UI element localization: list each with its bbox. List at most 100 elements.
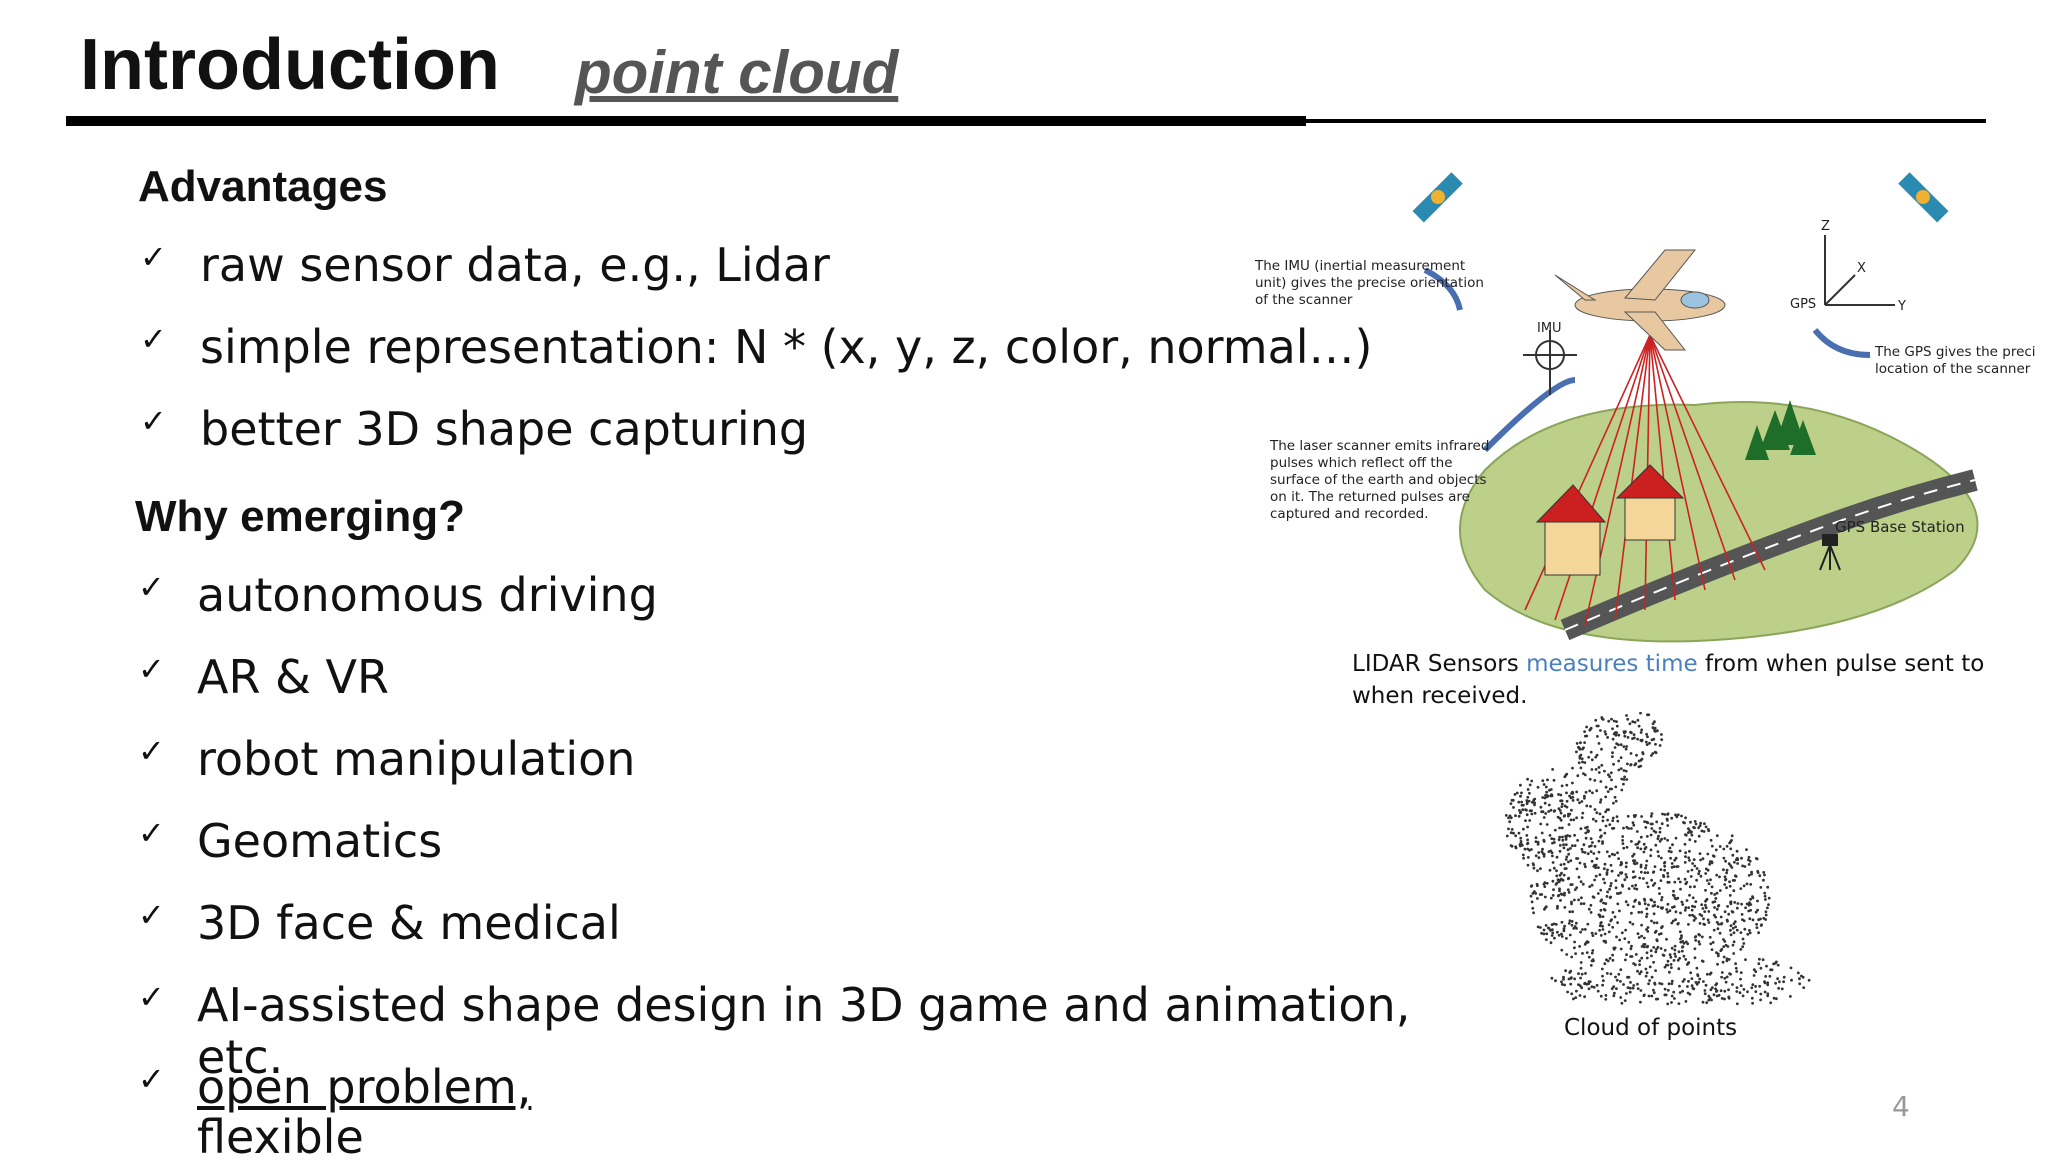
point-cloud-dot	[1684, 851, 1687, 855]
point-cloud-dot	[1611, 819, 1615, 822]
point-cloud-dot	[1790, 978, 1793, 982]
point-cloud-dot	[1718, 845, 1722, 848]
point-cloud-dot	[1693, 826, 1696, 830]
point-cloud-dot	[1758, 984, 1762, 988]
why-item-link[interactable]: open problem,	[197, 1060, 532, 1114]
point-cloud-dot	[1617, 768, 1621, 772]
point-cloud-dot	[1579, 976, 1582, 980]
point-cloud-dot	[1603, 908, 1607, 912]
point-cloud-dot	[1742, 988, 1746, 991]
point-cloud-dot	[1611, 737, 1615, 741]
point-cloud-dot	[1614, 879, 1618, 882]
point-cloud-dot	[1631, 922, 1635, 926]
point-cloud-dot	[1558, 849, 1562, 853]
road-dashes	[1564, 479, 1976, 631]
point-cloud-dot	[1530, 800, 1534, 804]
point-cloud-dot	[1536, 925, 1540, 929]
point-cloud-dot	[1660, 982, 1664, 986]
point-cloud-dot	[1735, 986, 1739, 989]
point-cloud-dot	[1708, 972, 1712, 976]
point-cloud-dot	[1543, 881, 1547, 885]
point-cloud-dot	[1759, 992, 1763, 996]
point-cloud-dot	[1680, 900, 1684, 904]
point-cloud-dot	[1658, 744, 1662, 747]
point-cloud-dot	[1534, 854, 1538, 858]
point-cloud-dot	[1624, 873, 1628, 876]
point-cloud-dot	[1612, 994, 1616, 998]
point-cloud-dot	[1751, 918, 1755, 922]
point-cloud-dot	[1590, 768, 1594, 771]
point-cloud-dot	[1719, 915, 1723, 919]
point-cloud-dot	[1739, 887, 1743, 890]
point-cloud-dot	[1644, 826, 1648, 829]
point-cloud-dot	[1741, 918, 1744, 921]
point-cloud-dot	[1595, 724, 1599, 728]
point-cloud-dot	[1702, 922, 1706, 926]
point-cloud-dot	[1660, 896, 1664, 899]
point-cloud-dot	[1707, 921, 1711, 924]
point-cloud-dot	[1690, 908, 1694, 912]
point-cloud-dot	[1649, 833, 1653, 837]
point-cloud-dot	[1599, 780, 1603, 783]
point-cloud-dot	[1660, 738, 1664, 741]
imu-gyro-icon	[1523, 330, 1577, 395]
point-cloud-dot	[1635, 861, 1639, 865]
point-cloud-dot	[1697, 826, 1700, 830]
point-cloud-dot	[1670, 921, 1674, 925]
point-cloud-dot	[1541, 852, 1545, 856]
point-cloud-dot	[1714, 983, 1718, 987]
point-cloud-dot	[1697, 872, 1701, 876]
point-cloud-dot	[1544, 924, 1548, 927]
point-cloud-dot	[1605, 972, 1609, 975]
point-cloud-dot	[1614, 733, 1618, 737]
point-cloud-dot	[1732, 952, 1736, 955]
point-cloud-dot	[1636, 846, 1639, 850]
point-cloud-dot	[1559, 863, 1563, 867]
point-cloud-dot	[1735, 906, 1739, 910]
point-cloud-dot	[1605, 958, 1608, 962]
point-cloud-dot	[1647, 903, 1650, 907]
point-cloud-dot	[1599, 888, 1603, 892]
point-cloud-dot	[1688, 885, 1692, 889]
point-cloud-dot	[1538, 893, 1542, 896]
point-cloud-dot	[1640, 956, 1644, 960]
point-cloud-dot	[1796, 971, 1800, 975]
point-cloud-dot	[1697, 940, 1701, 943]
point-cloud-dot	[1570, 844, 1574, 848]
point-cloud-dot	[1672, 894, 1676, 898]
point-cloud-dot	[1690, 868, 1694, 872]
point-cloud-dot	[1607, 923, 1611, 927]
point-cloud-dot	[1654, 950, 1658, 954]
point-cloud-dot	[1670, 816, 1674, 820]
point-cloud-dot	[1716, 954, 1720, 958]
point-cloud-dot	[1684, 882, 1688, 886]
point-cloud-dot	[1635, 753, 1638, 757]
point-cloud-dot	[1673, 948, 1677, 952]
point-cloud-dot	[1606, 890, 1609, 894]
point-cloud-dot	[1733, 860, 1736, 864]
advantage-item: better 3D shape capturing	[200, 402, 809, 456]
point-cloud-dot	[1693, 820, 1697, 823]
point-cloud-dot	[1695, 982, 1699, 986]
point-cloud-dot	[1681, 980, 1685, 983]
point-cloud-dot	[1686, 870, 1690, 873]
point-cloud-dot	[1571, 781, 1574, 785]
point-cloud-dot	[1521, 853, 1525, 857]
point-cloud-dot	[1575, 790, 1579, 794]
point-cloud-dot	[1620, 931, 1624, 935]
point-cloud-dot	[1530, 884, 1534, 888]
point-cloud-dot	[1700, 935, 1704, 939]
point-cloud-dot	[1642, 842, 1646, 846]
point-cloud-dot	[1559, 877, 1563, 881]
point-cloud-dot	[1592, 852, 1596, 855]
point-cloud-dot	[1663, 987, 1667, 991]
point-cloud-dot	[1774, 981, 1777, 985]
point-cloud-dot	[1634, 883, 1638, 887]
point-cloud-dot	[1734, 925, 1737, 929]
point-cloud-dot	[1526, 856, 1530, 859]
point-cloud-dot	[1713, 906, 1716, 909]
advantage-item: raw sensor data, e.g., Lidar	[200, 238, 830, 292]
point-cloud-dot	[1559, 818, 1563, 822]
point-cloud-dot	[1766, 983, 1770, 987]
point-cloud-dot	[1581, 760, 1584, 764]
